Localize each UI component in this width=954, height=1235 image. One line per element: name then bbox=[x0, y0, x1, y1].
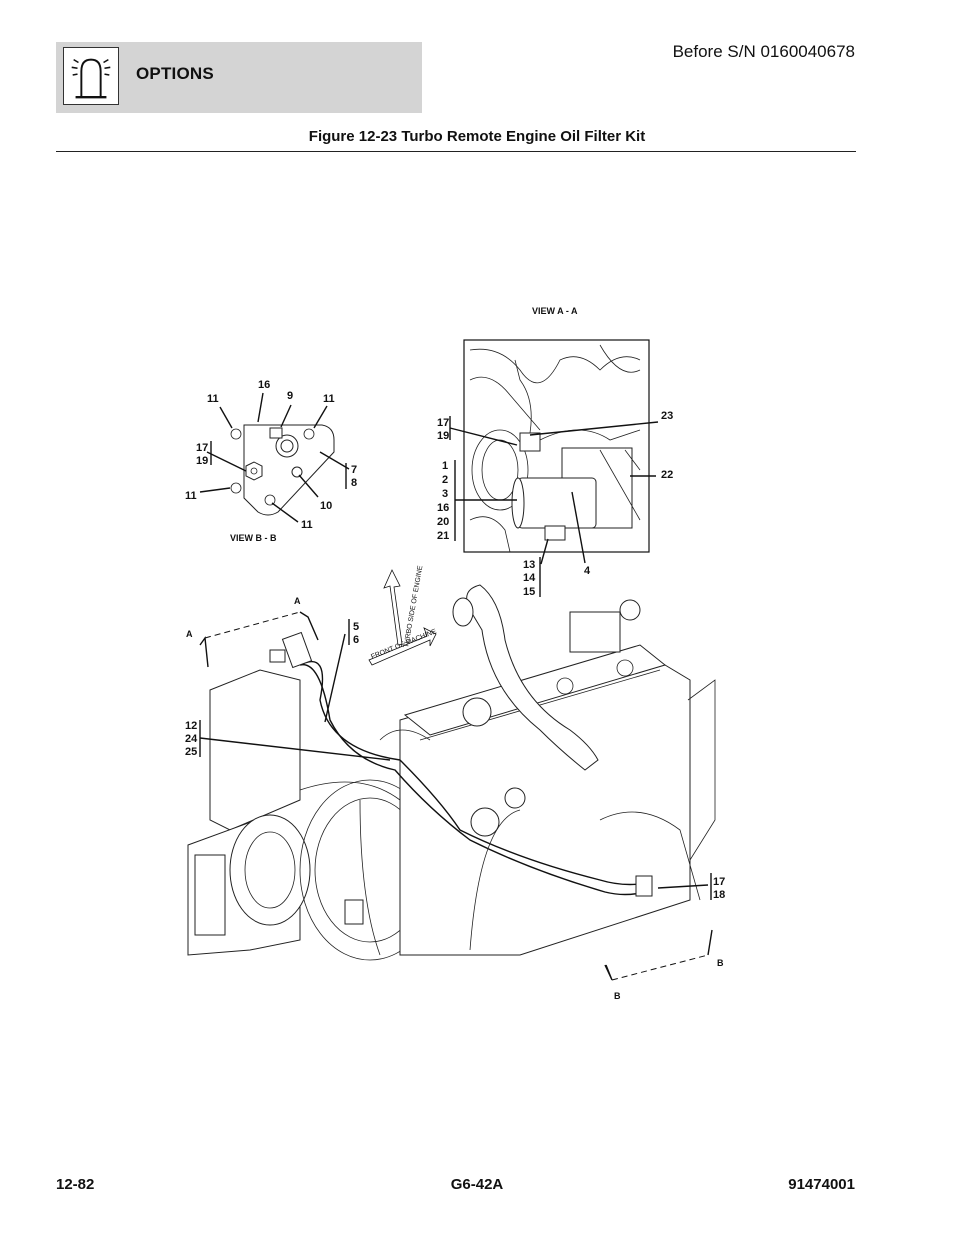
section-title: OPTIONS bbox=[136, 64, 214, 83]
page-number: 12-82 bbox=[56, 1176, 95, 1193]
view-a-callout-22: 22 bbox=[661, 469, 673, 481]
view-a-callout-3: 3 bbox=[442, 488, 448, 500]
view-b-callout-17: 17 bbox=[196, 442, 208, 454]
view-a-detail bbox=[463, 339, 650, 553]
main-callout-6: 6 bbox=[353, 634, 359, 646]
main-callout-12: 12 bbox=[185, 720, 197, 732]
view-a-callout-17: 17 bbox=[437, 417, 449, 429]
header-divider bbox=[56, 151, 856, 152]
section-a-label: A bbox=[294, 596, 301, 606]
view-b-label: VIEW B - B bbox=[230, 533, 277, 543]
serial-number-note: Before S/N 0160040678 bbox=[672, 42, 855, 61]
view-b-callout-19: 19 bbox=[196, 455, 208, 467]
view-a-callout-15: 15 bbox=[523, 586, 535, 598]
main-callout-18: 18 bbox=[713, 889, 725, 901]
main-callout-17: 17 bbox=[713, 876, 725, 888]
view-b-callout-9: 9 bbox=[287, 390, 293, 402]
main-callout-5: 5 bbox=[353, 621, 359, 633]
section-a-label: A bbox=[186, 629, 193, 639]
view-a-callout-13: 13 bbox=[523, 559, 535, 571]
view-a-callout-16: 16 bbox=[437, 502, 449, 514]
options-lamp-icon bbox=[63, 47, 119, 105]
view-a-callout-1: 1 bbox=[442, 460, 448, 472]
engine-illustration bbox=[187, 584, 716, 961]
view-b-callout-7: 7 bbox=[351, 464, 357, 476]
view-b-callout-11: 11 bbox=[185, 490, 197, 502]
main-callout-25: 25 bbox=[185, 746, 197, 758]
model-number: G6-42A bbox=[450, 1176, 504, 1193]
main-callout-24: 24 bbox=[185, 733, 198, 745]
view-b-detail bbox=[230, 424, 335, 516]
view-a-label: VIEW A - A bbox=[532, 306, 578, 316]
view-a-callout-4: 4 bbox=[584, 565, 591, 577]
view-a-callout-21: 21 bbox=[437, 530, 449, 542]
view-a-callout-23: 23 bbox=[661, 410, 673, 422]
view-a-callout-19: 19 bbox=[437, 430, 449, 442]
view-a-callout-2: 2 bbox=[442, 474, 448, 486]
view-b-callout-10: 10 bbox=[320, 500, 332, 512]
figure-title: Figure 12-23 Turbo Remote Engine Oil Fil… bbox=[308, 128, 646, 145]
section-b-label: B bbox=[717, 958, 724, 968]
view-b-callout-11: 11 bbox=[323, 393, 335, 405]
view-b-callout-16: 16 bbox=[258, 379, 270, 391]
view-a-callout-14: 14 bbox=[523, 572, 536, 584]
view-a-callout-20: 20 bbox=[437, 516, 449, 528]
view-b-callout-8: 8 bbox=[351, 477, 357, 489]
section-b-label: B bbox=[614, 991, 621, 1001]
view-b-callout-11: 11 bbox=[207, 393, 219, 405]
document-number: 91474001 bbox=[788, 1176, 855, 1193]
view-b-callout-11: 11 bbox=[301, 519, 313, 531]
